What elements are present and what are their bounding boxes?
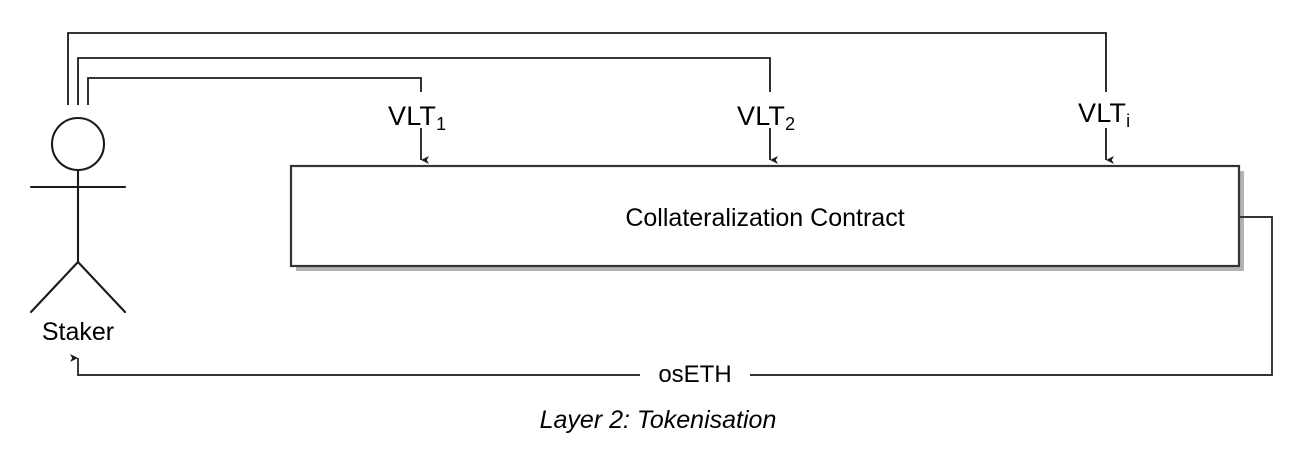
- staker-label: Staker: [41, 318, 115, 346]
- oseth-return-path: [70, 216, 1273, 376]
- diagram-caption: Layer 2: Tokenisation: [539, 406, 777, 434]
- staker-right-leg-icon: [76, 260, 127, 314]
- contract-box-outline: [289, 164, 1241, 268]
- collateralization-contract-box: [289, 164, 1244, 271]
- vault-3-label: VLTi: [1078, 98, 1131, 132]
- vault-2-name: VLT: [737, 101, 786, 131]
- staker-left-leg-icon: [29, 260, 80, 314]
- vault-2-subscript: 2: [785, 114, 796, 135]
- deposit-rail-vlt-3: [67, 32, 1107, 105]
- vault-1-name: VLT: [388, 101, 437, 131]
- staker-figure-icon: [29, 116, 127, 314]
- oseth-flow-label: osETH: [640, 363, 750, 387]
- deposit-rail-vlt-2: [77, 57, 771, 105]
- staker-head-icon: [50, 116, 106, 172]
- vault-1-label: VLT1: [388, 101, 447, 135]
- vault-1-subscript: 1: [436, 114, 447, 135]
- deposit-rail-vlt-1: [87, 77, 422, 105]
- vault-3-subscript: i: [1126, 111, 1131, 132]
- contract-title: Collateralization Contract: [625, 204, 905, 232]
- vault-2-label: VLT2: [737, 101, 796, 135]
- vault-3-name: VLT: [1078, 98, 1127, 128]
